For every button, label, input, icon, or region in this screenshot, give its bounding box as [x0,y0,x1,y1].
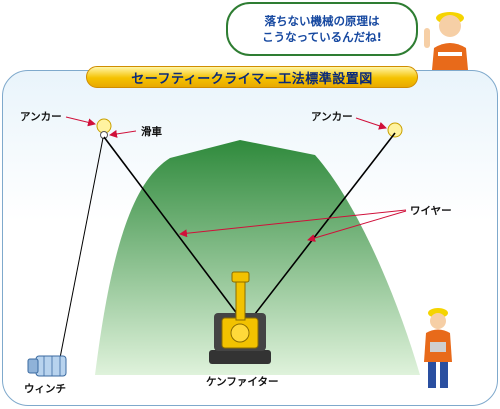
wire-arrow-2 [307,210,407,242]
anchor-right-arrow [355,117,387,130]
pulley-icon [100,131,108,139]
speech-bubble: 落ちない機械の原理は こうなっているんだね! [226,2,418,56]
mountain [95,140,420,375]
speech-line-2: こうなっているんだね! [262,30,382,44]
pulley-label: 滑車 [141,126,162,138]
ken-fighter-machine-icon [209,271,271,364]
wire-right [247,132,396,324]
wire-label: ワイヤー [410,205,452,217]
anchor-left-label: アンカー [20,111,62,123]
right-anchor-icon [387,122,403,138]
worker-top-icon [424,12,468,70]
diagram-title: セーフティークライマー工法標準設置図 [86,66,418,88]
winch-icon [27,355,67,377]
pulley-arrow [109,129,137,138]
ken-fighter-label: ケンファイター [206,376,279,388]
winch-label: ウィンチ [24,383,66,395]
wire-left [103,136,245,324]
anchor-right-label: アンカー [311,111,353,123]
wire-winch [59,137,104,359]
anchor-left-arrow [65,116,96,127]
speech-line-1: 落ちない機械の原理は [264,14,380,28]
worker-bottom-icon [424,308,452,388]
left-anchor-icon [96,118,112,134]
wire-arrow-1 [179,209,407,238]
